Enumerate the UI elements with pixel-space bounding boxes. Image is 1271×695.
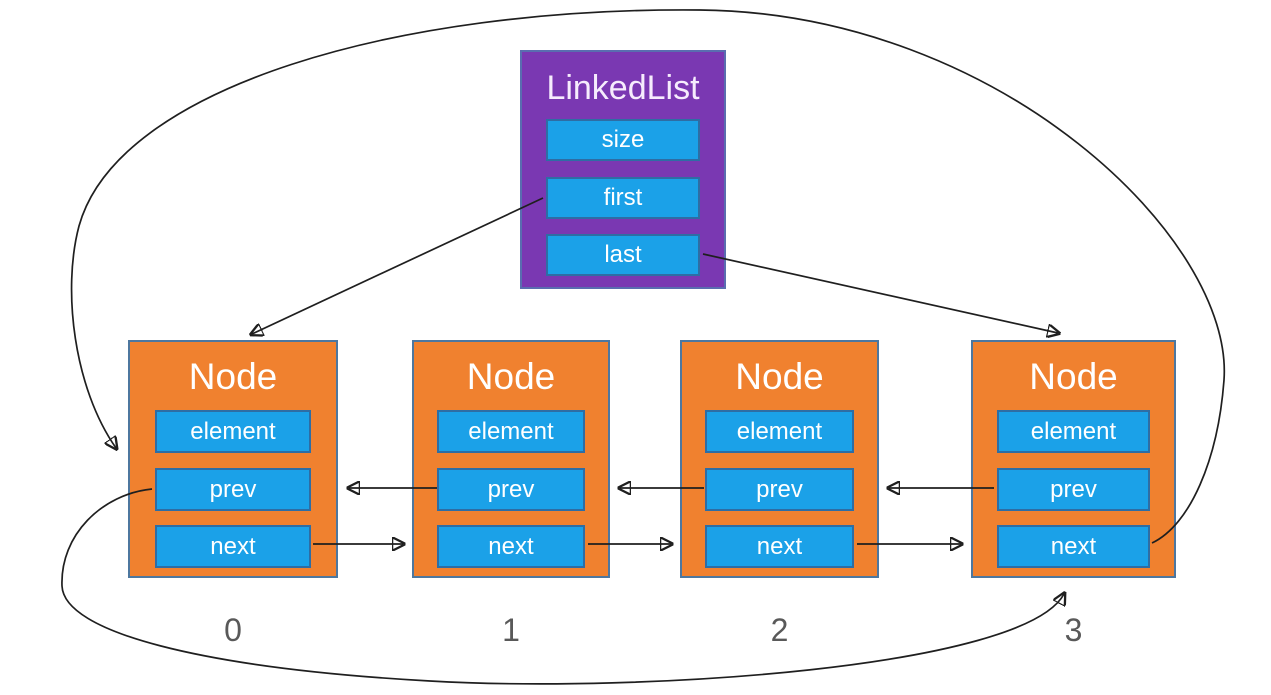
node-1-field-prev: prev	[437, 468, 585, 511]
node-0-field-element: element	[154, 410, 312, 453]
linkedlist-box: LinkedList size first last	[520, 50, 726, 289]
node-1-title: Node	[466, 356, 556, 397]
linkedlist-field-size: size	[546, 119, 700, 161]
node-2-title: Node	[735, 356, 824, 397]
node-box-1: Node element prev next	[412, 340, 610, 578]
linkedlist-title: LinkedList	[546, 69, 700, 107]
index-label-3: 3	[1064, 612, 1083, 648]
linkedlist-field-first: first	[546, 177, 700, 219]
node-box-2: Node element prev next	[680, 340, 879, 578]
node-box-3: Node element prev next	[971, 340, 1176, 578]
arrow-first-to-node0	[252, 197, 544, 334]
node-3-title: Node	[1029, 356, 1118, 397]
node-3-field-next: next	[997, 525, 1150, 568]
node-3-field-element: element	[997, 410, 1150, 453]
index-label-1: 1	[502, 612, 520, 648]
index-label-0: 0	[224, 612, 242, 648]
arrow-last-to-node3	[702, 253, 1058, 333]
node-1-field-element: element	[437, 410, 585, 453]
index-label-2: 2	[770, 612, 789, 648]
node-box-0: Node element prev next	[128, 340, 338, 578]
node-2-field-next: next	[705, 525, 854, 568]
node-0-title: Node	[188, 356, 278, 397]
node-0-field-prev: prev	[154, 468, 312, 511]
node-0-field-next: next	[154, 525, 312, 568]
node-2-field-prev: prev	[705, 468, 854, 511]
linkedlist-field-last: last	[546, 234, 700, 276]
node-3-field-prev: prev	[997, 468, 1150, 511]
node-1-field-next: next	[437, 525, 585, 568]
node-2-field-element: element	[705, 410, 854, 453]
